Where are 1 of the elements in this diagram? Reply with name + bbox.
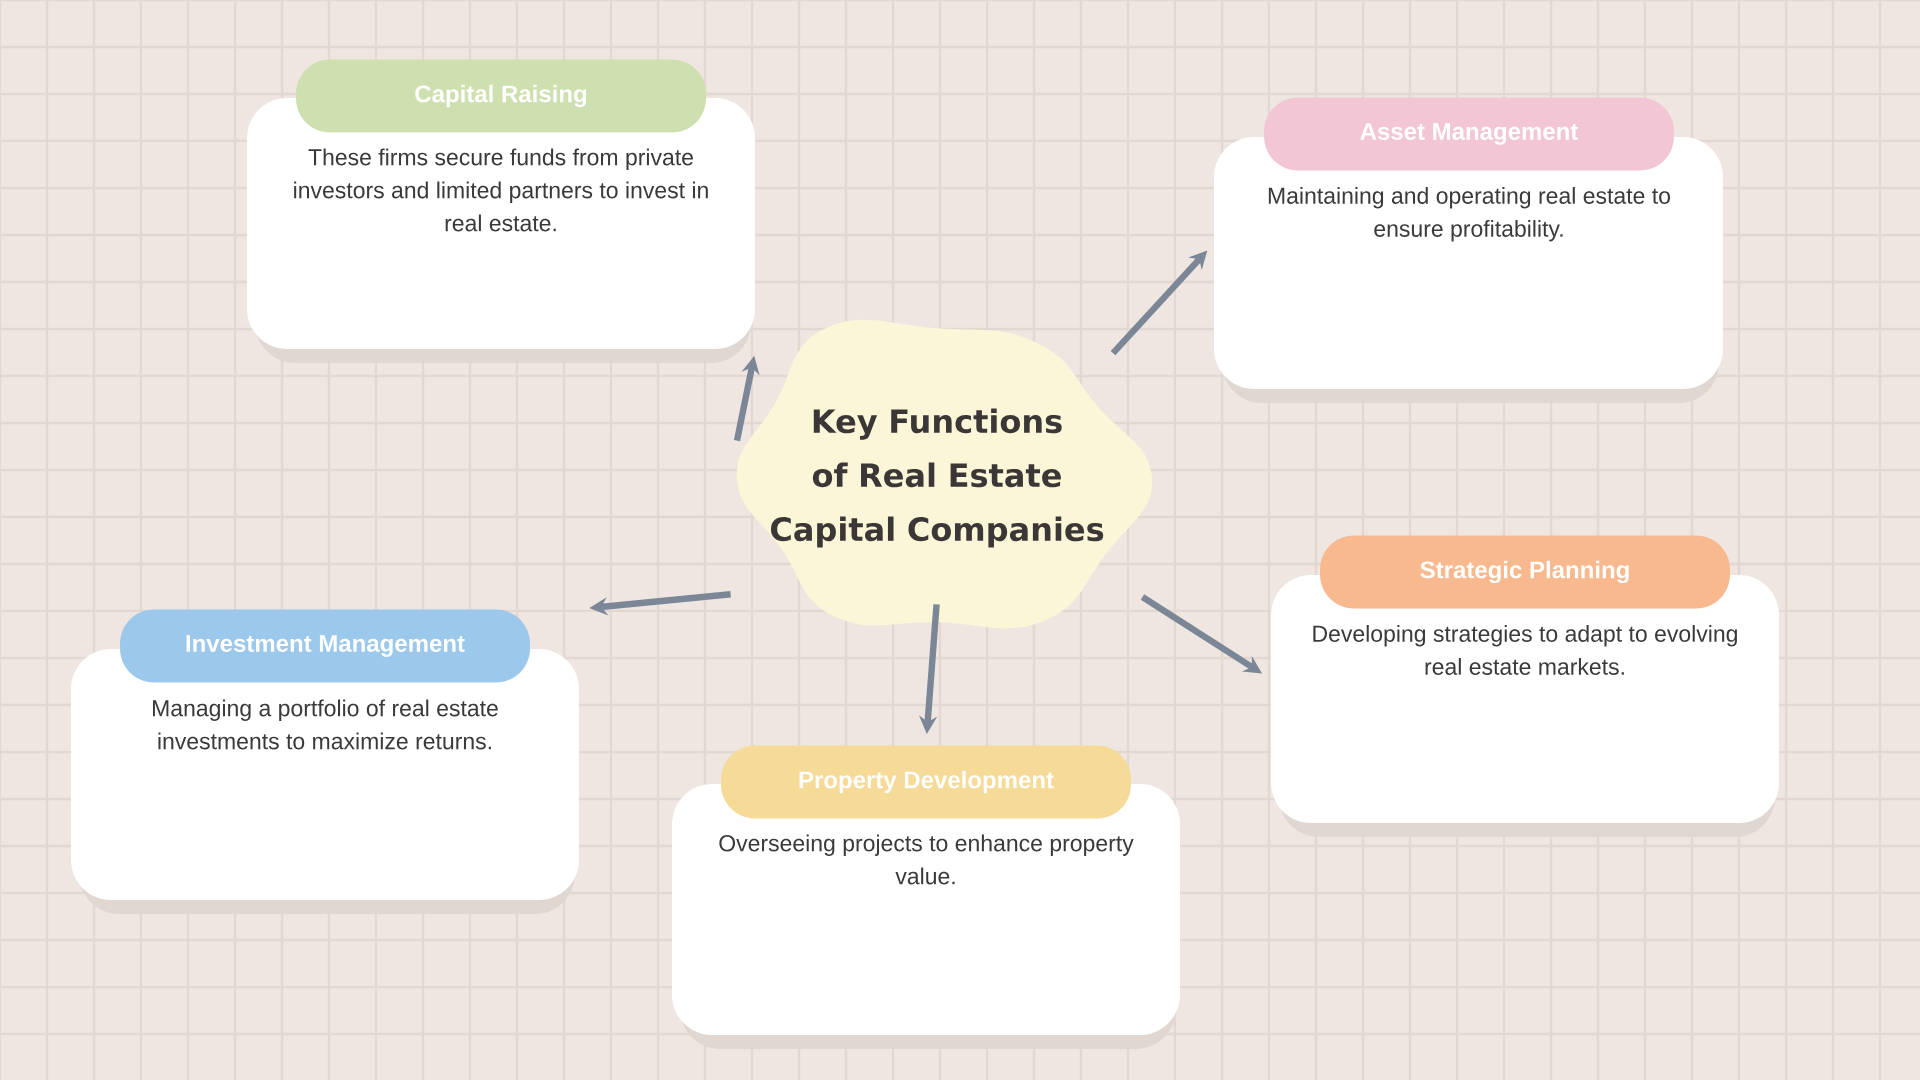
title-blob: Key Functions of Real Estate Capital Companies xyxy=(737,319,1152,629)
